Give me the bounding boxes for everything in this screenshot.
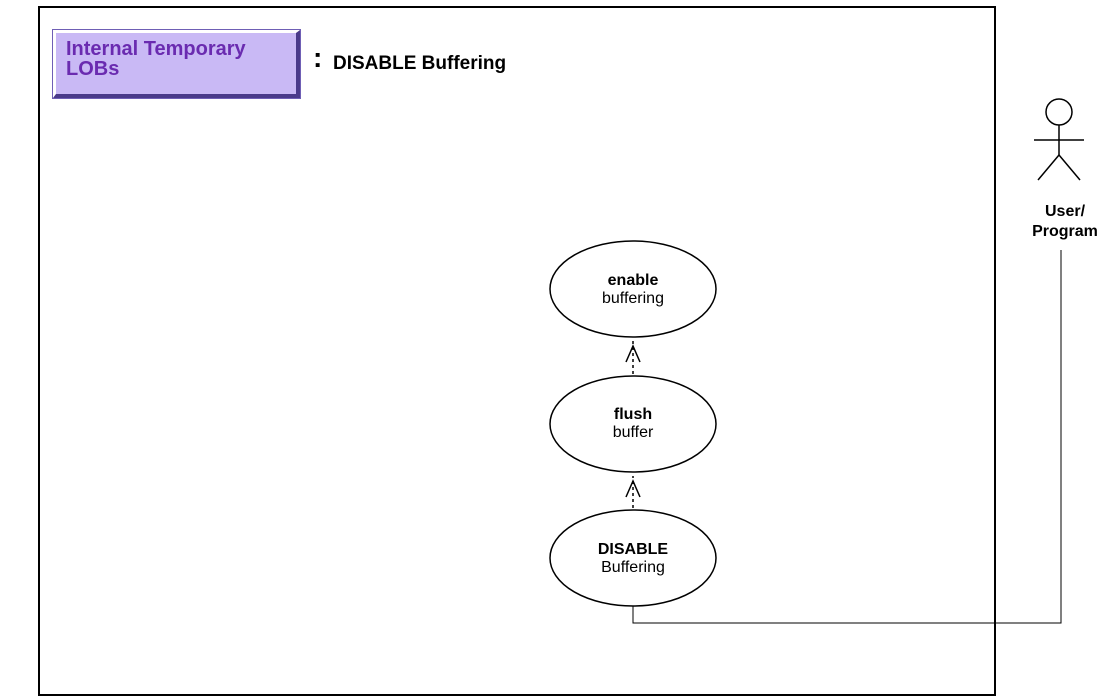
- use-case-label-enable: enable buffering: [550, 272, 716, 308]
- use-case-label-disable: DISABLE Buffering: [550, 541, 716, 577]
- actor-stick-figure-icon: [1034, 98, 1084, 181]
- use-case-label-flush: flush buffer: [550, 406, 716, 442]
- use-case-flush-buffer: [549, 375, 717, 473]
- actor-label: User/ Program: [1032, 203, 1098, 240]
- page-title: DISABLE Buffering: [333, 53, 507, 74]
- use-case-name: DISABLE: [597, 541, 669, 558]
- use-case-name: flush: [613, 406, 653, 423]
- diagram-canvas: [549, 98, 1084, 624]
- topic-badge: Internal Temporary LOBs: [53, 30, 300, 98]
- use-case-desc: Buffering: [601, 559, 665, 576]
- topic-badge-label: Internal Temporary LOBs: [66, 38, 246, 80]
- dependency-arrow-flush-to-enable: [625, 341, 641, 374]
- use-case-enable-buffering: [549, 240, 717, 338]
- use-case-desc: buffer: [612, 424, 654, 441]
- dependency-arrow-disable-to-flush: [625, 476, 641, 508]
- actor-association-line: [632, 250, 1062, 624]
- use-case-name: enable: [607, 272, 659, 289]
- use-case-desc: buffering: [602, 290, 664, 307]
- title-separator: :: [313, 42, 323, 73]
